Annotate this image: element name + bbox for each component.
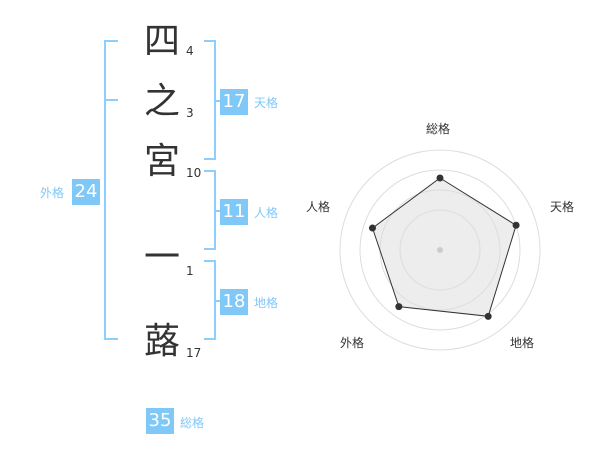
- name-char-2: 之: [143, 81, 180, 122]
- radar-point-5: [368, 224, 376, 232]
- name-char-5: 蕗: [143, 321, 180, 362]
- radar-point-3: [484, 312, 492, 320]
- radar-label-gaikaku: 外格: [340, 336, 365, 350]
- radar-point-2: [512, 221, 520, 229]
- jinkaku-label: 人格: [254, 206, 279, 220]
- name-char-1: 四: [143, 21, 180, 62]
- name-char-3: 宮: [143, 141, 180, 182]
- radar-point-1: [436, 174, 444, 182]
- radar-point-4: [395, 303, 403, 311]
- tenkaku-value: 17: [220, 89, 248, 115]
- name-char-4: 一: [143, 237, 180, 278]
- stroke-count-2: 3: [186, 106, 194, 120]
- jinkaku-value: 11: [220, 199, 248, 225]
- radar-label-soukaku: 総格: [426, 122, 451, 136]
- chikaku-value: 18: [220, 289, 248, 315]
- radar-label-jinkaku: 人格: [306, 200, 331, 214]
- stroke-count-1: 4: [186, 44, 194, 58]
- radar-label-chikaku: 地格: [510, 336, 535, 350]
- radar-center-dot: [437, 247, 443, 253]
- radar-ring-1: [339, 149, 541, 351]
- tenkaku-label: 天格: [254, 96, 279, 110]
- soukaku-label: 総格: [180, 416, 205, 430]
- stroke-count-5: 17: [186, 346, 202, 360]
- stroke-count-3: 10: [186, 166, 202, 180]
- radar-polygon: [371, 177, 517, 317]
- soukaku-value: 35: [146, 408, 174, 434]
- radar-ring-2: [359, 169, 521, 331]
- gaikaku-label: 外格: [40, 186, 65, 200]
- stroke-count-4: 1: [186, 264, 194, 278]
- radar-label-tenkaku: 天格: [550, 200, 575, 214]
- chikaku-label: 地格: [254, 296, 279, 310]
- gaikaku-value: 24: [72, 179, 100, 205]
